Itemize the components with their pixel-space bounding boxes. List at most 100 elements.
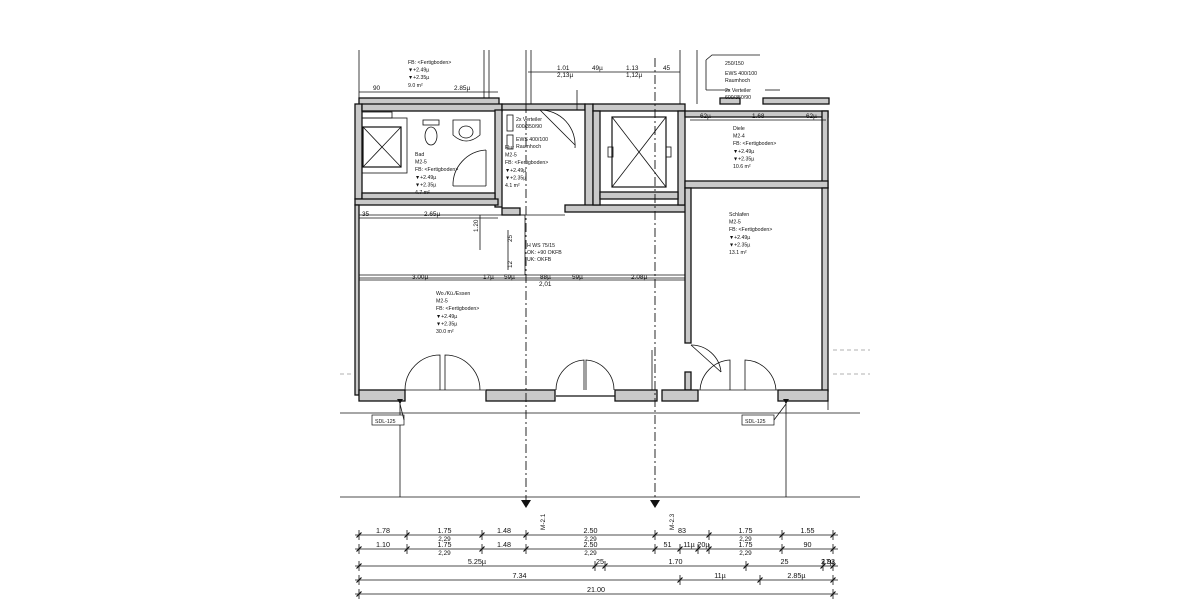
wall <box>719 97 741 105</box>
shower-diagonal <box>362 126 402 168</box>
distributor-box <box>506 134 514 150</box>
dim-label: 1.20 <box>473 219 480 232</box>
dim-tick-mark <box>356 577 362 583</box>
note-verteiler-b: 2x Verteiler <box>725 88 751 94</box>
section-label-b: M-2.3 <box>669 513 676 530</box>
dim-label: 3.00µ <box>412 274 428 281</box>
dim-label: 88µ <box>540 274 551 281</box>
wall <box>762 97 830 105</box>
dim-label: 1.01 <box>557 65 570 72</box>
dim-label: 62µ <box>700 113 711 120</box>
room-fb: FB: <Fertigboden> <box>436 306 479 312</box>
dim-chain-value: 1.75 <box>739 526 753 535</box>
room-ok: ▼+2.49µ <box>729 235 750 241</box>
wc-tank <box>422 119 440 126</box>
door-leaf <box>690 344 722 373</box>
note-hws-ok: OK: +90 OKFB <box>527 250 562 256</box>
dim-label: 2,01 <box>539 281 552 288</box>
dim-tick-mark <box>695 546 701 552</box>
dim-tick-mark <box>779 532 785 538</box>
dim-chain-value: 25 <box>596 557 604 566</box>
room-area: 4.1 m² <box>505 183 520 189</box>
sdl-marker <box>783 399 789 404</box>
wall <box>564 204 689 213</box>
dim-tick-mark <box>706 546 712 552</box>
wall <box>599 191 679 200</box>
dim-chain-value: 51 <box>664 540 672 549</box>
room-code: M2-5 <box>436 299 448 305</box>
note-size-250: 250/150 <box>725 61 744 67</box>
room-code: M2-5 <box>729 220 741 226</box>
note-ews-b-sub: Raumhoch <box>725 78 750 84</box>
dim-tick-mark <box>677 546 683 552</box>
section-label-a: M-2.1 <box>540 513 547 530</box>
dim-chain-subvalue: 2,29 <box>584 536 597 543</box>
dim-label: 59µ <box>572 274 583 281</box>
room-area: 9.0 m² <box>408 83 423 89</box>
dim-tick-mark <box>652 532 658 538</box>
room-fb: FB: <Fertigboden> <box>415 167 458 173</box>
dim-tick-mark <box>652 546 658 552</box>
room-ok: ▼+2.49µ <box>505 168 526 174</box>
section-arrow-b <box>650 500 660 508</box>
door-swing <box>452 149 487 187</box>
dim-tick-mark <box>830 563 836 569</box>
dim-chain-value: 11µ <box>683 540 695 549</box>
note-ews-b: EWS 400/100 <box>725 71 757 77</box>
dim-label: 2.65µ <box>424 211 440 218</box>
dim-chain-subvalue: 2,29 <box>438 550 451 557</box>
dim-label: 2.85µ <box>454 85 470 92</box>
dim-chain-value: 2.85µ <box>787 571 805 580</box>
dim-chain-value: 7.34 <box>513 571 527 580</box>
dim-chain-value: 5.25µ <box>468 557 486 566</box>
dim-tick-mark <box>523 546 529 552</box>
room-ok: ▼+2.49µ <box>733 149 754 155</box>
room-code: M2-5 <box>505 153 517 159</box>
dim-chain-value: 20µ <box>697 540 709 549</box>
dim-label: 12 <box>507 260 514 268</box>
dim-label: 35 <box>362 211 370 218</box>
dim-tick-mark <box>479 532 485 538</box>
wall <box>358 389 406 402</box>
room-ok: ▼+2.49µ <box>415 175 436 181</box>
dim-chain-value: 1.48 <box>497 526 511 535</box>
room-uk: ▼+2.35µ <box>436 321 457 327</box>
dim-label: 49µ <box>592 65 603 72</box>
note-verteiler-a: 2x Verteiler <box>516 117 542 123</box>
wall <box>614 389 658 402</box>
dim-tick-mark <box>677 577 683 583</box>
room-uk: ▼+2.35µ <box>415 182 436 188</box>
dim-chain-subvalue: 2,29 <box>739 536 752 543</box>
sink <box>452 119 481 142</box>
window-leaf <box>744 359 777 391</box>
dim-tick-mark <box>830 591 836 597</box>
wall <box>684 371 692 391</box>
fixtures <box>340 50 870 508</box>
dim-tick-mark <box>743 563 749 569</box>
dim-label: 45 <box>663 65 671 72</box>
dim-chain-value: 2.50 <box>584 526 598 535</box>
dim-tick-mark <box>356 563 362 569</box>
section-arrow-a <box>521 500 531 508</box>
dim-label: 2,13µ <box>557 72 573 79</box>
room-area: 13.1 m² <box>729 250 747 256</box>
dim-chain-value: 1.48 <box>497 540 511 549</box>
window-leaf <box>444 354 481 391</box>
dim-chain-subvalue: 2,29 <box>438 536 451 543</box>
note-ews-a-sub: Raumhoch <box>516 144 541 150</box>
dim-chain-value: 21.00 <box>587 585 605 594</box>
bath-shelf <box>361 111 393 119</box>
wall <box>485 389 556 402</box>
dim-tick-mark <box>602 563 608 569</box>
dim-tick-mark <box>479 546 485 552</box>
sdl-leader <box>773 403 787 421</box>
room-fb: FB: <Fertigboden> <box>733 141 776 147</box>
window-leaf <box>555 359 585 391</box>
dim-label: 1,12µ <box>626 72 642 79</box>
room-name: Schlafen <box>729 212 749 218</box>
room-area: 10.6 m² <box>733 164 751 170</box>
room-name: Diele <box>733 126 745 132</box>
wall <box>821 110 829 189</box>
room-name: Wo./Kü./Essen <box>436 291 470 297</box>
